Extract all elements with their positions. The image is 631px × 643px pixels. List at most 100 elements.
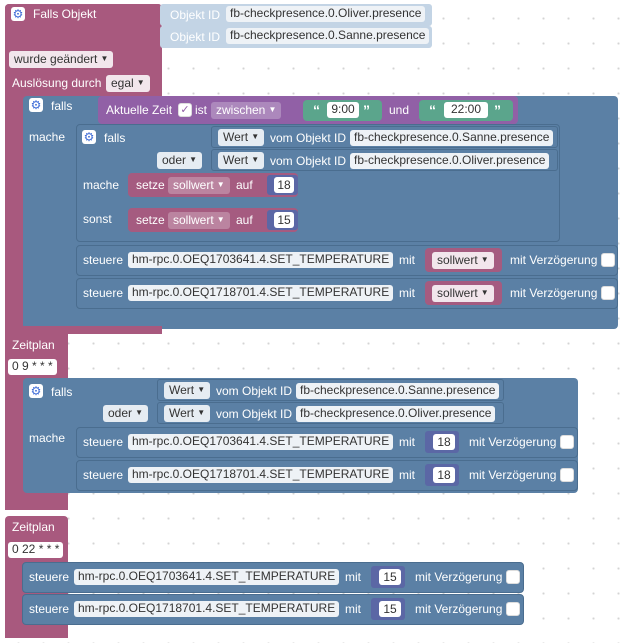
dropdown-arrow-icon: ▼	[480, 288, 489, 297]
object-id-label: Objekt ID	[170, 8, 221, 22]
condition-object-id[interactable]: fb-checkpresence.0.Oliver.presence	[296, 406, 496, 422]
delay-label: mit Verzögerung	[510, 286, 598, 300]
mit-label: mit	[399, 286, 415, 300]
condition-object-id[interactable]: fb-checkpresence.0.Oliver.presence	[350, 153, 550, 169]
vom-objekt-label: vom Objekt ID	[270, 154, 347, 168]
schedule-title: Zeitplan	[12, 338, 55, 352]
steuere-label: steuere	[83, 286, 124, 300]
dropdown-arrow-icon: ▼	[216, 180, 225, 189]
if-block-footer	[23, 312, 73, 326]
dropdown-arrow-icon: ▼	[189, 155, 198, 164]
time-op-dropdown[interactable]: zwischen▼	[211, 102, 282, 119]
auf-label: auf	[236, 213, 253, 227]
if-mache-label: mache	[29, 130, 66, 144]
time-to-input[interactable]: 22:00	[444, 102, 488, 118]
checkbox-icon[interactable]	[601, 253, 615, 267]
checkbox-icon[interactable]	[506, 602, 520, 616]
nested-sonst-label: sonst	[83, 212, 112, 226]
steuere-label: steuere	[83, 468, 124, 482]
object-id-value[interactable]: fb-checkpresence.0.Oliver.presence	[226, 6, 426, 22]
control-target[interactable]: hm-rpc.0.OEQ1703641.4.SET_TEMPERATURE	[128, 434, 394, 450]
gear-icon[interactable]: ⚙	[29, 384, 43, 398]
condition-object-id[interactable]: fb-checkpresence.0.Sanne.presence	[296, 383, 500, 399]
mit-label: mit	[399, 468, 415, 482]
dropdown-arrow-icon: ▼	[268, 105, 277, 114]
dropdown-arrow-icon: ▼	[251, 155, 260, 164]
wert-dropdown[interactable]: Wert▼	[164, 382, 211, 399]
nested-falls-label: falls	[104, 131, 126, 145]
wert-dropdown[interactable]: Wert▼	[218, 129, 265, 146]
time-condition-label: Aktuelle Zeit	[106, 103, 173, 117]
schedule-footer-1	[5, 500, 68, 510]
auf-label: auf	[236, 178, 253, 192]
gear-icon[interactable]: ⚙	[82, 130, 96, 144]
vom-objekt-label: vom Objekt ID	[216, 407, 293, 421]
vom-objekt-label: vom Objekt ID	[216, 384, 293, 398]
delay-label: mit Verzögerung	[469, 435, 557, 449]
variable-dropdown[interactable]: sollwert▼	[168, 177, 230, 194]
object-id-label: Objekt ID	[170, 30, 221, 44]
steuere-label: steuere	[29, 570, 70, 584]
cron-input[interactable]: 0 22 * * *	[8, 542, 64, 558]
control-target[interactable]: hm-rpc.0.OEQ1703641.4.SET_TEMPERATURE	[128, 252, 394, 268]
variable-dropdown[interactable]: sollwert▼	[168, 212, 230, 229]
checkbox-icon[interactable]	[560, 468, 574, 482]
steuere-label: steuere	[83, 253, 124, 267]
quote-icon: ”	[363, 102, 370, 118]
number-input[interactable]: 15	[379, 569, 401, 585]
delay-label: mit Verzögerung	[510, 253, 598, 267]
delay-label: mit Verzögerung	[469, 468, 557, 482]
trigger-by-dropdown[interactable]: egal▼	[106, 75, 150, 92]
checkbox-icon[interactable]	[506, 570, 520, 584]
time-from-input[interactable]: 9:00	[327, 102, 359, 118]
gear-icon[interactable]: ⚙	[11, 7, 25, 21]
dropdown-arrow-icon: ▼	[480, 255, 489, 264]
and-label: und	[389, 103, 410, 117]
change-mode-dropdown[interactable]: wurde geändert▼	[9, 51, 114, 68]
number-input[interactable]: 18	[274, 177, 294, 193]
quote-icon: “	[313, 102, 320, 118]
checkbox-icon[interactable]	[560, 435, 574, 449]
number-input[interactable]: 15	[379, 601, 401, 617]
dropdown-arrow-icon: ▼	[135, 408, 144, 417]
dropdown-arrow-icon: ▼	[136, 78, 145, 87]
if-mache-label: mache	[29, 431, 66, 445]
quote-icon: ”	[494, 102, 501, 118]
checkbox-icon[interactable]	[601, 286, 615, 300]
checkbox-icon[interactable]: ✓	[178, 103, 192, 117]
wert-dropdown[interactable]: Wert▼	[164, 405, 211, 422]
cron-input[interactable]: 0 9 * * *	[8, 359, 57, 375]
if-falls-label: falls	[51, 385, 73, 399]
trigger-title: Falls Objekt	[33, 7, 97, 21]
control-target[interactable]: hm-rpc.0.OEQ1718701.4.SET_TEMPERATURE	[128, 467, 394, 483]
delay-label: mit Verzögerung	[415, 570, 503, 584]
variable-dropdown[interactable]: sollwert▼	[432, 285, 494, 302]
quote-icon: “	[429, 102, 436, 118]
variable-dropdown[interactable]: sollwert▼	[432, 252, 494, 269]
mit-label: mit	[399, 435, 415, 449]
if-falls-label: falls	[51, 99, 73, 113]
control-target[interactable]: hm-rpc.0.OEQ1718701.4.SET_TEMPERATURE	[128, 285, 394, 301]
steuere-label: steuere	[83, 435, 124, 449]
ist-label: ist	[195, 103, 207, 117]
oder-dropdown[interactable]: oder▼	[157, 152, 203, 169]
control-target[interactable]: hm-rpc.0.OEQ1718701.4.SET_TEMPERATURE	[74, 601, 340, 617]
setze-label: setze	[136, 178, 165, 192]
dropdown-arrow-icon: ▼	[197, 408, 206, 417]
dropdown-arrow-icon: ▼	[100, 54, 109, 63]
dropdown-arrow-icon: ▼	[251, 132, 260, 141]
vom-objekt-label: vom Objekt ID	[270, 131, 347, 145]
oder-dropdown[interactable]: oder▼	[103, 405, 149, 422]
object-id-value[interactable]: fb-checkpresence.0.Sanne.presence	[226, 28, 430, 44]
schedule-title: Zeitplan	[12, 520, 55, 534]
mit-label: mit	[345, 602, 361, 616]
condition-object-id[interactable]: fb-checkpresence.0.Sanne.presence	[350, 130, 554, 146]
dropdown-arrow-icon: ▼	[216, 215, 225, 224]
control-target[interactable]: hm-rpc.0.OEQ1703641.4.SET_TEMPERATURE	[74, 569, 340, 585]
number-input[interactable]: 15	[274, 212, 294, 228]
wert-dropdown[interactable]: Wert▼	[218, 152, 265, 169]
number-input[interactable]: 18	[433, 467, 455, 483]
number-input[interactable]: 18	[433, 434, 455, 450]
trigger-block-footer	[5, 326, 162, 334]
gear-icon[interactable]: ⚙	[29, 98, 43, 112]
